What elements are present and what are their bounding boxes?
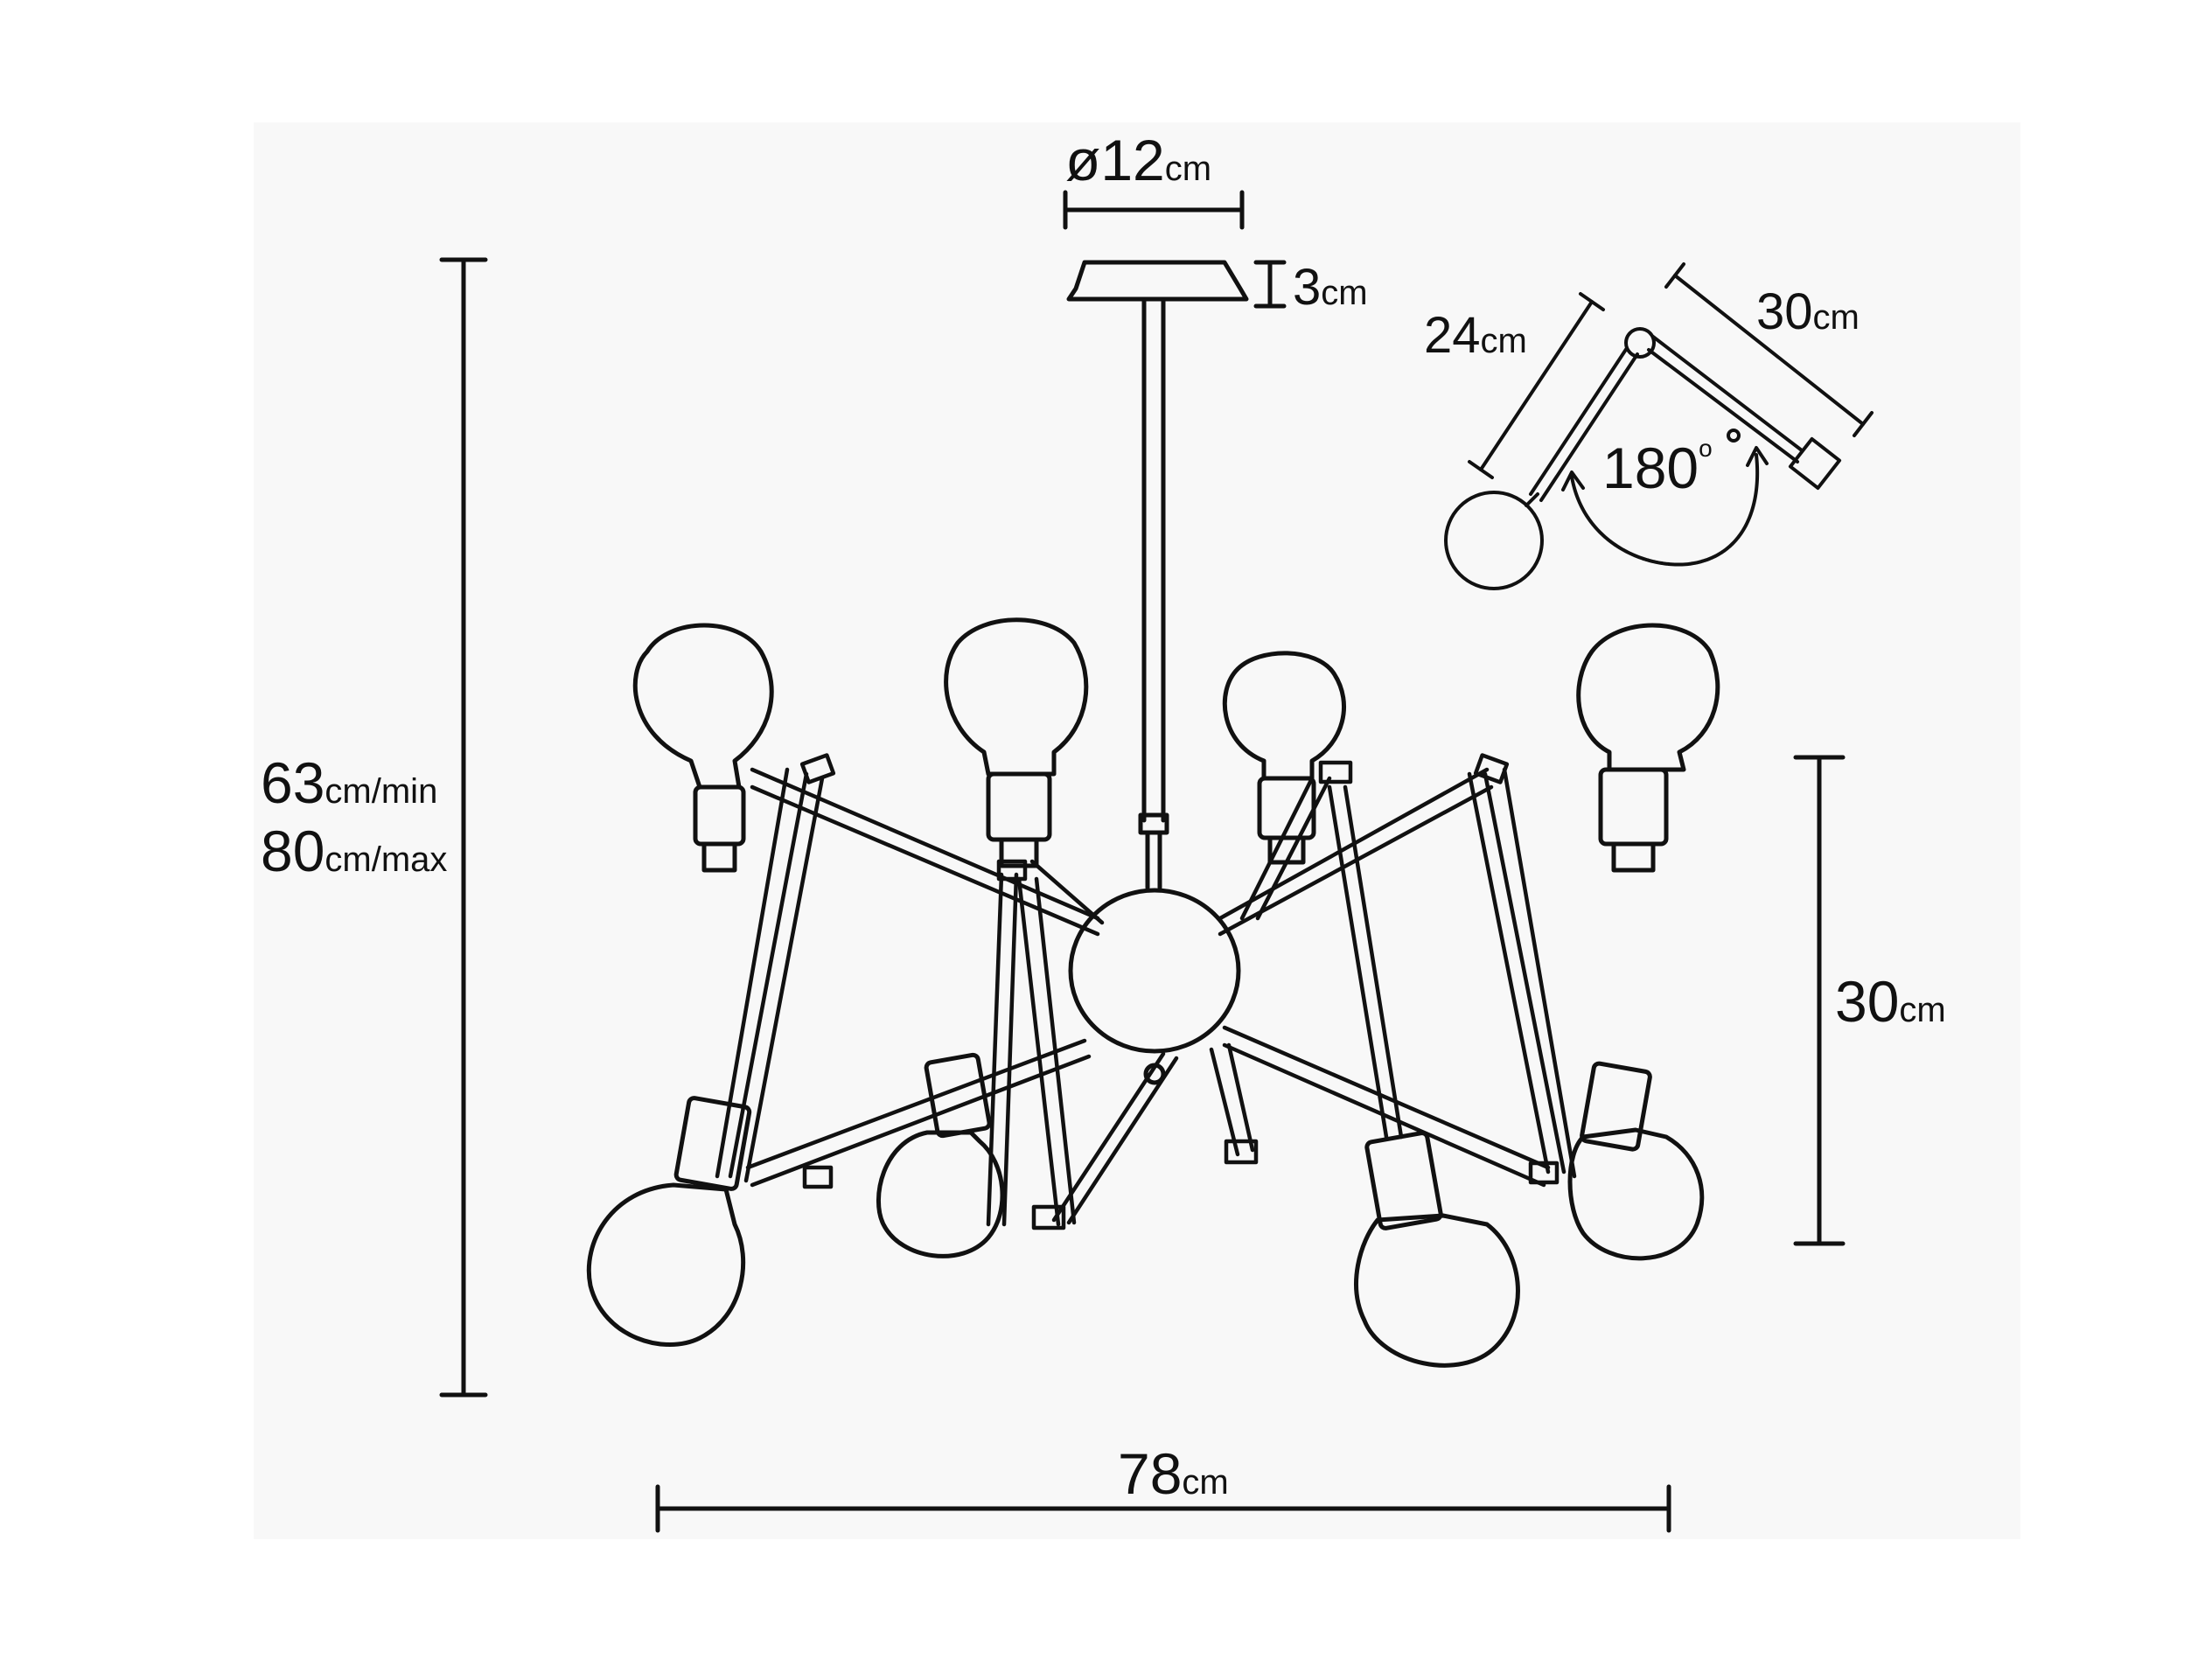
bulb-upper-2	[944, 617, 1089, 868]
canopy-height-dimension-line	[1253, 260, 1287, 309]
suspension-rod	[1138, 298, 1169, 890]
arm-drop-value: 30	[1835, 969, 1900, 1034]
bulb-lower-1	[586, 1096, 752, 1347]
arm-segment-short-label: 24cm	[1424, 310, 1527, 361]
bulb-lower-3	[1354, 1131, 1520, 1368]
ceiling-canopy	[1066, 260, 1249, 302]
height-max-value: 80	[261, 819, 325, 883]
overall-width-dimension-line	[655, 1484, 1671, 1533]
height-min-value: 63	[261, 750, 325, 815]
bulb-lower-2	[876, 1052, 1005, 1258]
overall-height-dimension-line	[439, 257, 488, 1398]
height-min-label: 63cm/min	[261, 754, 437, 812]
canopy-height-value: 3	[1293, 259, 1322, 316]
arm-segment-short-value: 24	[1424, 307, 1481, 364]
canopy-diameter-unit: cm	[1164, 150, 1212, 188]
bulb-upper-1	[632, 623, 774, 873]
bulb-upper-3	[1222, 651, 1347, 865]
arm-drop-unit: cm	[1899, 991, 1946, 1029]
arm-segment-long-label: 30cm	[1756, 287, 1860, 338]
canopy-height-label: 3cm	[1293, 262, 1368, 313]
width-value: 78	[1118, 1441, 1183, 1506]
arm-drop-label: 30cm	[1835, 972, 1946, 1030]
canopy-height-unit: cm	[1321, 274, 1368, 312]
height-max-label: 80cm/max	[261, 822, 447, 880]
drawing-background	[254, 122, 2020, 1539]
arm-segment-long-value: 30	[1756, 283, 1813, 340]
rotation-degree-symbol: o	[1699, 435, 1713, 462]
height-max-unit: cm/max	[324, 840, 448, 879]
arm-drop-dimension-line	[1793, 755, 1846, 1246]
arm-segment-long-unit: cm	[1812, 298, 1860, 337]
canopy-diameter-value: ø12	[1065, 128, 1165, 192]
arm-segment-short-unit: cm	[1480, 322, 1527, 360]
rotation-angle-value: 180	[1602, 436, 1699, 500]
canopy-diameter-label: ø12cm	[1065, 131, 1211, 189]
diameter-dimension-line	[1063, 190, 1245, 230]
bulb-lower-4	[1567, 1061, 1705, 1261]
arm-detail-inset	[1444, 262, 1874, 590]
width-label: 78cm	[1118, 1445, 1229, 1502]
height-min-unit: cm/min	[324, 772, 438, 811]
scissor-arms	[715, 753, 1577, 1230]
rotation-angle-label: 180o	[1602, 436, 1713, 500]
width-unit: cm	[1182, 1463, 1229, 1502]
bulb-upper-4	[1576, 623, 1720, 873]
